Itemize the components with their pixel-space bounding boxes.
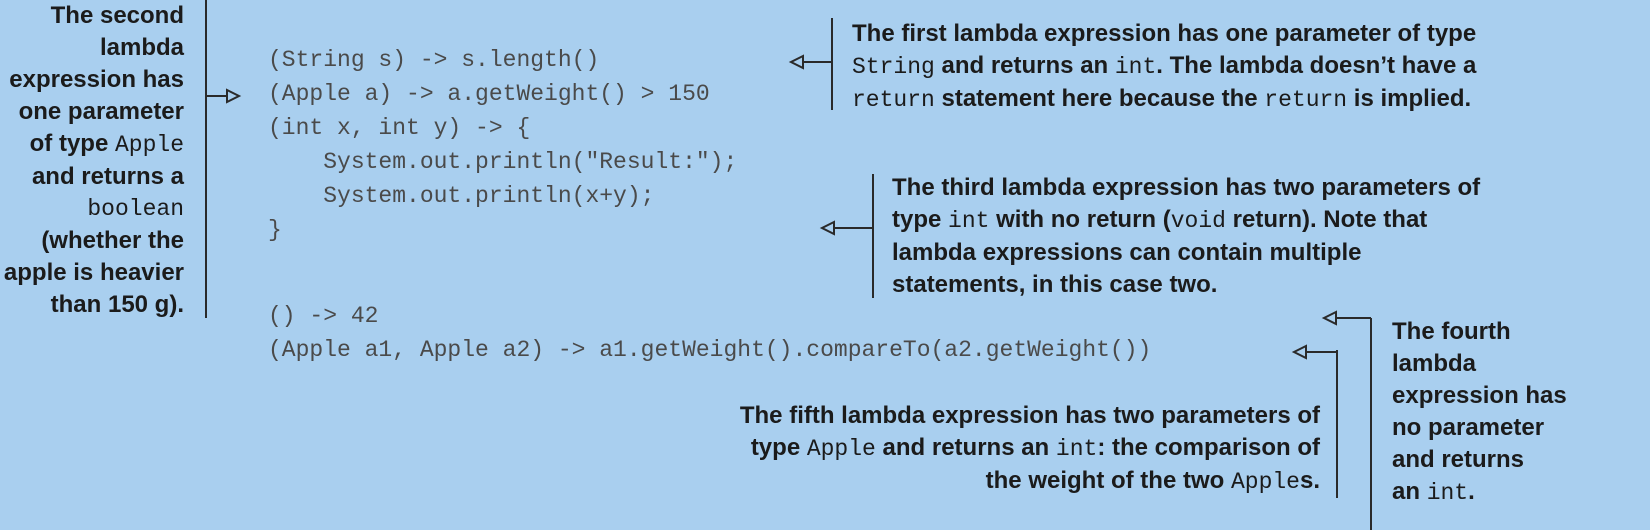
annotation-text: lambda (1392, 350, 1477, 377)
bracket-line-second (205, 0, 207, 318)
annotation-text: (whether the (41, 227, 184, 254)
annotation-code: boolean (87, 196, 184, 222)
annotation-text: is implied. (1347, 85, 1472, 112)
annotation-code: Apple (1230, 469, 1300, 495)
annotation-text: apple is heavier (3, 259, 184, 286)
annotation-fourth-lambda: The fourth lambda expression has no para… (1392, 316, 1567, 509)
bracket-line-third (872, 174, 874, 298)
annotation-line: type Apple and returns an int: the compa… (740, 432, 1320, 465)
annotation-code: int (1114, 54, 1157, 80)
annotation-text: and returns an (875, 434, 1056, 461)
code-line-7: () -> 42 (268, 303, 379, 329)
annotation-text: an (1392, 478, 1427, 505)
annotation-text: : the comparison of (1097, 434, 1320, 461)
annotation-line: String and returns an int. The lambda do… (852, 50, 1476, 83)
annotation-text: return). Note that (1225, 206, 1428, 233)
annotation-line: return statement here because the return… (852, 83, 1476, 116)
annotation-code: void (1170, 208, 1226, 234)
annotation-text: lambda (99, 34, 184, 61)
annotation-line: the weight of the two Apples. (740, 465, 1320, 498)
annotation-text: The second (50, 2, 184, 29)
annotation-text: no parameter (1392, 414, 1545, 441)
code-line-3: (int x, int y) -> { (268, 115, 531, 141)
bracket-line-first (831, 18, 833, 110)
annotation-second-lambda: The second lambda expression has one par… (4, 0, 184, 321)
annotation-text: and returns a (31, 163, 184, 190)
annotation-text: with no return ( (989, 206, 1171, 233)
annotation-code: int (1426, 480, 1469, 506)
annotation-text: . The lambda doesn’t have a (1156, 52, 1477, 79)
bracket-line-fourth (1370, 318, 1372, 530)
annotation-fifth-lambda: The fifth lambda expression has two para… (740, 400, 1320, 498)
annotation-text: and returns an (934, 52, 1115, 79)
annotation-text: and returns (1392, 446, 1525, 473)
code-line-1: (String s) -> s.length() (268, 47, 600, 73)
annotation-code: int (1055, 436, 1098, 462)
annotation-text: statement here because the (934, 85, 1265, 112)
code-line-8: (Apple a1, Apple a2) -> a1.getWeight().c… (268, 337, 1152, 363)
annotation-text: . (1468, 478, 1475, 505)
annotation-code: Apple (806, 436, 876, 462)
annotation-text: expression has (9, 66, 184, 93)
annotation-text: the weight of the two (985, 467, 1231, 494)
annotation-text: The fourth (1392, 318, 1511, 345)
annotation-text: expression has (1392, 382, 1567, 409)
arrow-fifth-to-code (1291, 344, 1337, 360)
annotation-first-lambda: The first lambda expression has one para… (852, 18, 1476, 116)
arrow-third-to-code (819, 220, 873, 236)
bracket-line-fifth (1336, 350, 1338, 498)
annotation-text: The fifth lambda expression has two para… (739, 402, 1320, 429)
annotation-line: of type Apple (4, 128, 184, 161)
annotation-code: String (852, 54, 935, 80)
annotation-text: type (750, 434, 807, 461)
code-line-5: System.out.println(x+y); (268, 183, 655, 209)
annotation-line: an int. (1392, 476, 1567, 509)
annotation-text: than 150 g). (50, 291, 184, 318)
code-line-4: System.out.println("Result:"); (268, 149, 738, 175)
code-line-6: } (268, 217, 282, 243)
annotation-text: lambda expressions can contain multiple (892, 239, 1362, 266)
annotation-code: return (1264, 87, 1348, 113)
arrow-second-to-code (205, 88, 242, 104)
arrow-fourth-to-code (1321, 310, 1371, 326)
annotation-text: The first lambda expression has one para… (852, 20, 1477, 47)
annotation-code: int (948, 208, 990, 234)
annotation-line: type int with no return (void return). N… (892, 204, 1480, 237)
arrow-first-to-code (788, 54, 832, 70)
annotation-text: statements, in this case two. (892, 271, 1218, 298)
annotation-text: The third lambda expression has two para… (892, 174, 1481, 201)
annotation-text: type (892, 206, 949, 233)
annotation-text: s. (1299, 467, 1320, 494)
code-line-2: (Apple a) -> a.getWeight() > 150 (268, 81, 710, 107)
annotation-code: return (852, 87, 935, 113)
annotation-code: Apple (114, 132, 184, 158)
annotation-text: of type (29, 130, 115, 157)
annotation-third-lambda: The third lambda expression has two para… (892, 172, 1480, 301)
annotation-text: one parameter (18, 98, 184, 125)
